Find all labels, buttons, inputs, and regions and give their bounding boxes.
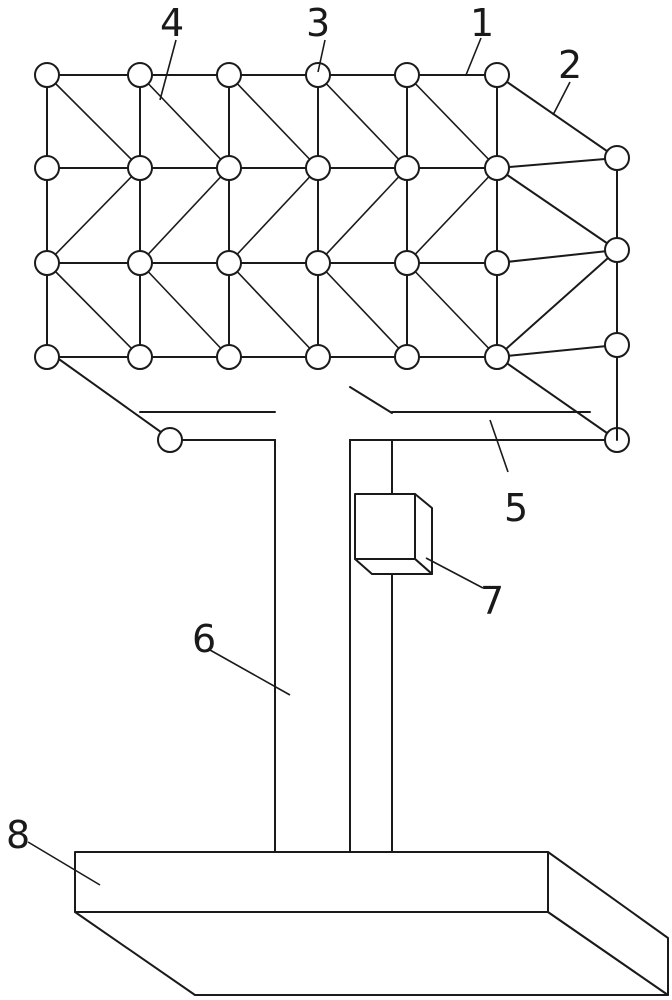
truss-node (394, 344, 420, 370)
truss-node (484, 62, 510, 88)
column-overlap-mask (276, 418, 349, 444)
truss-node (127, 344, 153, 370)
truss-node (216, 62, 242, 88)
label-4: 4 (160, 1, 184, 45)
truss-node (216, 344, 242, 370)
truss-node (34, 62, 60, 88)
truss-node (127, 250, 153, 276)
truss-node (604, 332, 630, 358)
label-8: 8 (6, 813, 30, 857)
label-3: 3 (306, 1, 330, 45)
truss-node (604, 145, 630, 171)
column-side-face (349, 386, 393, 853)
truss-node (127, 62, 153, 88)
base-plate (74, 851, 669, 996)
truss-node (34, 155, 60, 181)
support-column (274, 386, 393, 853)
reference-numerals: 1 2 3 4 5 7 6 8 (6, 1, 582, 857)
truss-node (34, 344, 60, 370)
truss-frame (46, 74, 618, 441)
truss-node (394, 155, 420, 181)
label-5: 5 (504, 486, 528, 530)
mounting-platform (55, 356, 630, 453)
leader-lines (27, 37, 571, 886)
platform-node (157, 427, 183, 453)
truss-node (216, 250, 242, 276)
truss-node (484, 155, 510, 181)
truss-node (484, 250, 510, 276)
label-7: 7 (480, 579, 504, 623)
truss-node (305, 62, 331, 88)
truss-node (484, 344, 510, 370)
column-front-face (274, 386, 351, 853)
truss-node (216, 155, 242, 181)
truss-node (305, 344, 331, 370)
label-6: 6 (192, 617, 216, 661)
truss-node (34, 250, 60, 276)
label-2: 2 (558, 43, 582, 87)
truss-nodes (34, 62, 630, 370)
truss-node (305, 250, 331, 276)
truss-node (394, 250, 420, 276)
base-front-face (74, 851, 549, 913)
label-1: 1 (470, 1, 494, 45)
truss-node (127, 155, 153, 181)
control-box (354, 493, 433, 575)
truss-node (394, 62, 420, 88)
truss-node (305, 155, 331, 181)
box-bottom-face (354, 558, 433, 575)
truss-node (604, 237, 630, 263)
box-front-face (354, 493, 416, 560)
